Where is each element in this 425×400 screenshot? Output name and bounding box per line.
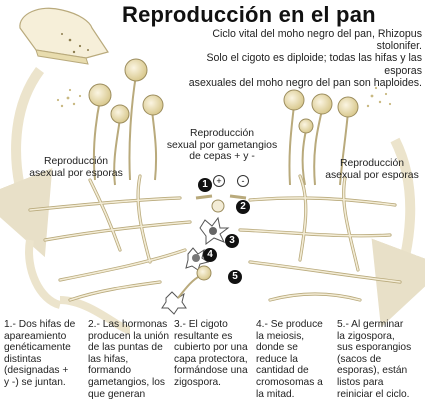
page-subtitle: Ciclo vital del moho negro del pan, Rhiz…: [188, 28, 422, 89]
spores: [56, 86, 392, 108]
step-marker-3: 3: [225, 234, 239, 248]
cycle-arrow: [371, 137, 425, 328]
zygospore-stages: [161, 194, 247, 315]
cycle-arrow: [25, 239, 62, 309]
step-description-4: 4.- Se produce la meiosis, donde se redu…: [256, 319, 323, 400]
plus-sign: +: [213, 175, 225, 187]
sporangiophore-group-right: [288, 104, 349, 186]
minus-sign: -: [237, 175, 249, 187]
sporangium-icon: [283, 89, 359, 134]
label-asexual-right: Reproducción asexual por esporas: [325, 158, 419, 181]
step-marker-2: 2: [236, 200, 250, 214]
step-description-3: 3.- El cigoto resultante es cubierto por…: [174, 319, 248, 388]
page-title: Reproducción en el pan: [122, 2, 376, 27]
step-marker-1: 1: [198, 178, 212, 192]
bread-slice-icon: [19, 7, 109, 65]
cycle-arrow: [0, 67, 53, 258]
step-description-1: 1.- Dos hifas de apareamiento genéticame…: [4, 319, 76, 388]
step-marker-5: 5: [228, 270, 242, 284]
label-sexual: Reproducción sexual por gametangios de c…: [166, 128, 278, 163]
step-description-5: 5.- Al germinar la zigospora, sus espora…: [337, 319, 412, 400]
sporangium-icon: [88, 58, 164, 124]
label-asexual-left: Reproducción asexual por esporas: [29, 156, 123, 179]
step-description-2: 2.- Las hormonas producen la unión de la…: [88, 319, 169, 400]
step-marker-4: 4: [203, 248, 217, 262]
